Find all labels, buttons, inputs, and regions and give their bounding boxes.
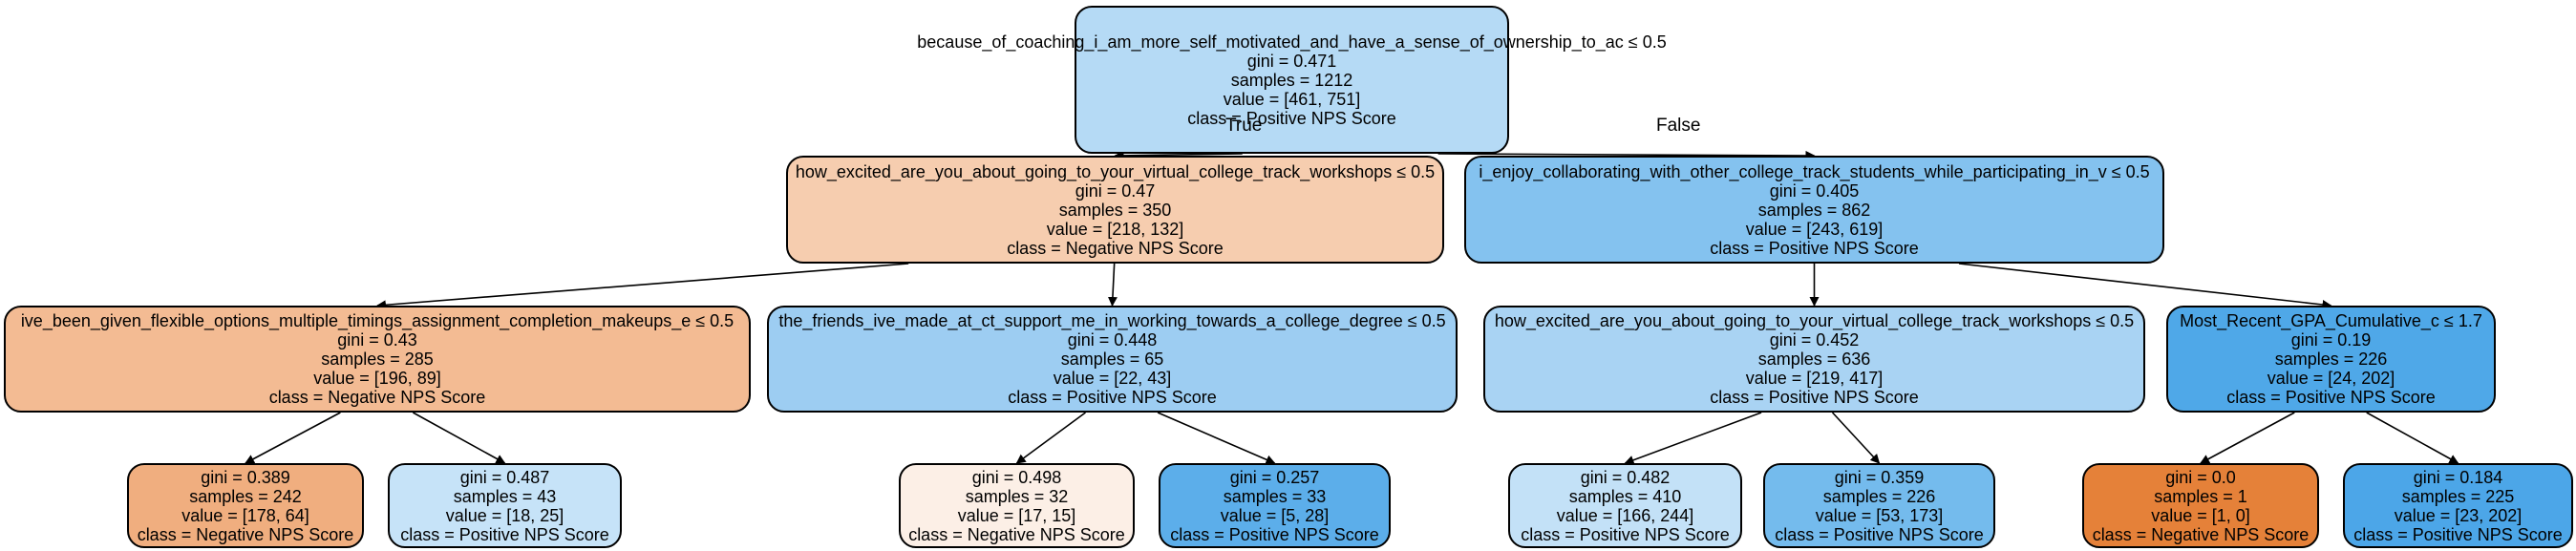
node-text-line: gini = 0.471 (1246, 51, 1337, 71)
node-text-line: because_of_coaching_i_am_more_self_motiv… (917, 32, 1667, 52)
node-text-line: value = [17, 15] (957, 505, 1076, 525)
tree-node-n1: how_excited_are_you_about_going_to_your_… (786, 156, 1444, 264)
node-text-line: gini = 0.19 (2290, 330, 2372, 350)
node-text-line: gini = 0.452 (1769, 330, 1860, 350)
node-text-line: value = [22, 43] (1053, 369, 1172, 388)
node-text-line: class = Negative NPS Score (1007, 238, 1224, 258)
node-text-line: value = [461, 751] (1223, 89, 1361, 109)
node-text-line: samples = 1 (2154, 486, 2247, 506)
node-text-line: samples = 225 (2401, 486, 2515, 506)
edge-n6-n14 (2366, 412, 2459, 464)
node-text-line: class = Positive NPS Score (400, 524, 609, 544)
node-text-line: class = Positive NPS Score (1521, 524, 1730, 544)
edge-n3-n7 (245, 412, 341, 464)
node-text-line: samples = 862 (1757, 200, 1871, 220)
edge-n0-n1 (1114, 150, 1243, 160)
node-text-line: samples = 410 (1568, 486, 1682, 506)
node-text-line: gini = 0.487 (459, 467, 550, 487)
node-text-line: gini = 0.482 (1580, 467, 1671, 487)
edge-n4-n10 (1157, 412, 1276, 465)
node-text-line: samples = 226 (2274, 350, 2388, 369)
node-text-line: value = [166, 244] (1556, 505, 1694, 525)
node-text-line: value = [24, 202] (2267, 369, 2395, 388)
node-text-line: value = [23, 202] (2394, 505, 2523, 525)
node-text-line: class = Positive NPS Score (1710, 388, 1919, 407)
node-text-line: gini = 0.43 (337, 330, 417, 350)
node-text-line: value = [178, 64] (181, 505, 309, 525)
tree-node-n2: i_enjoy_collaborating_with_other_college… (1464, 156, 2164, 264)
node-text-line: gini = 0.184 (2413, 467, 2503, 487)
node-text-line: samples = 33 (1223, 486, 1327, 506)
node-text-line: gini = 0.359 (1834, 467, 1925, 487)
tree-node-n3: ive_been_given_flexible_options_multiple… (4, 306, 751, 413)
tree-node-n0: because_of_coaching_i_am_more_self_motiv… (917, 6, 1667, 154)
edge-n1-n3 (376, 263, 909, 310)
node-text-line: samples = 242 (189, 486, 302, 506)
node-text-line: class = Positive NPS Score (1775, 524, 1984, 544)
edge-n3-n8 (412, 412, 506, 464)
node-text-line: value = [196, 89] (313, 369, 441, 388)
node-text-line: value = [218, 132] (1046, 219, 1184, 239)
node-text-line: value = [1, 0] (2151, 505, 2250, 525)
tree-node-n4: the_friends_ive_made_at_ct_support_me_in… (767, 306, 1458, 413)
node-text-line: how_excited_are_you_about_going_to_your_… (795, 161, 1436, 181)
node-text-line: value = [18, 25] (445, 505, 564, 525)
node-text-line: class = Negative NPS Score (137, 524, 354, 544)
node-text-line: class = Negative NPS Score (268, 388, 486, 407)
node-text-line: class = Negative NPS Score (908, 524, 1125, 544)
edge-label-false: False (1656, 116, 1701, 136)
node-text-line: Most_Recent_GPA_Cumulative_c ≤ 1.7 (2180, 311, 2482, 330)
node-text-line: i_enjoy_collaborating_with_other_college… (1479, 161, 2150, 181)
edge-label-true: True (1225, 116, 1263, 136)
node-text-line: gini = 0.405 (1769, 180, 1860, 201)
node-text-line: samples = 43 (453, 486, 557, 506)
node-text-line: samples = 226 (1822, 486, 1936, 506)
edge-n6-n13 (2200, 412, 2295, 464)
node-text-line: class = Negative NPS Score (2092, 524, 2310, 544)
node-text-line: gini = 0.257 (1229, 467, 1320, 487)
edge-n4-n9 (1015, 412, 1086, 464)
node-text-line: gini = 0.0 (2165, 467, 2236, 487)
edge-n1-n4 (1107, 263, 1118, 307)
node-text-line: class = Positive NPS Score (1170, 524, 1379, 544)
node-text-line: value = [219, 417] (1745, 369, 1884, 388)
node-text-line: class = Positive NPS Score (2353, 524, 2563, 544)
node-text-line: the_friends_ive_made_at_ct_support_me_in… (778, 311, 1446, 330)
node-text-line: value = [5, 28] (1220, 505, 1330, 525)
node-text-line: samples = 32 (965, 486, 1069, 506)
edge-n0-n2 (1437, 150, 1816, 160)
node-text-line: class = Positive NPS Score (1008, 388, 1217, 407)
node-text-line: gini = 0.389 (201, 467, 290, 487)
node-text-line: gini = 0.47 (1075, 180, 1156, 201)
node-text-line: samples = 350 (1058, 200, 1172, 220)
tree-node-n5: how_excited_are_you_about_going_to_your_… (1483, 306, 2145, 413)
node-text-line: class = Positive NPS Score (2226, 388, 2436, 407)
node-text-line: value = [53, 173] (1815, 505, 1944, 525)
edge-n2-n6 (1958, 263, 2332, 309)
node-text-line: samples = 1212 (1230, 70, 1353, 90)
node-text-line: ive_been_given_flexible_options_multiple… (20, 311, 734, 330)
node-text-line: class = Positive NPS Score (1187, 108, 1396, 128)
node-text-line: value = [243, 619] (1745, 219, 1884, 239)
node-text-line: class = Positive NPS Score (1710, 238, 1919, 258)
edge-n5-n12 (1831, 412, 1881, 464)
node-text-line: how_excited_are_you_about_going_to_your_… (1494, 311, 2135, 330)
edge-n5-n11 (1624, 412, 1762, 465)
node-text-line: gini = 0.448 (1067, 330, 1158, 350)
node-text-line: samples = 285 (321, 350, 434, 369)
node-text-line: samples = 65 (1060, 350, 1164, 369)
node-text-line: samples = 636 (1757, 350, 1871, 369)
node-text-line: gini = 0.498 (971, 467, 1062, 487)
